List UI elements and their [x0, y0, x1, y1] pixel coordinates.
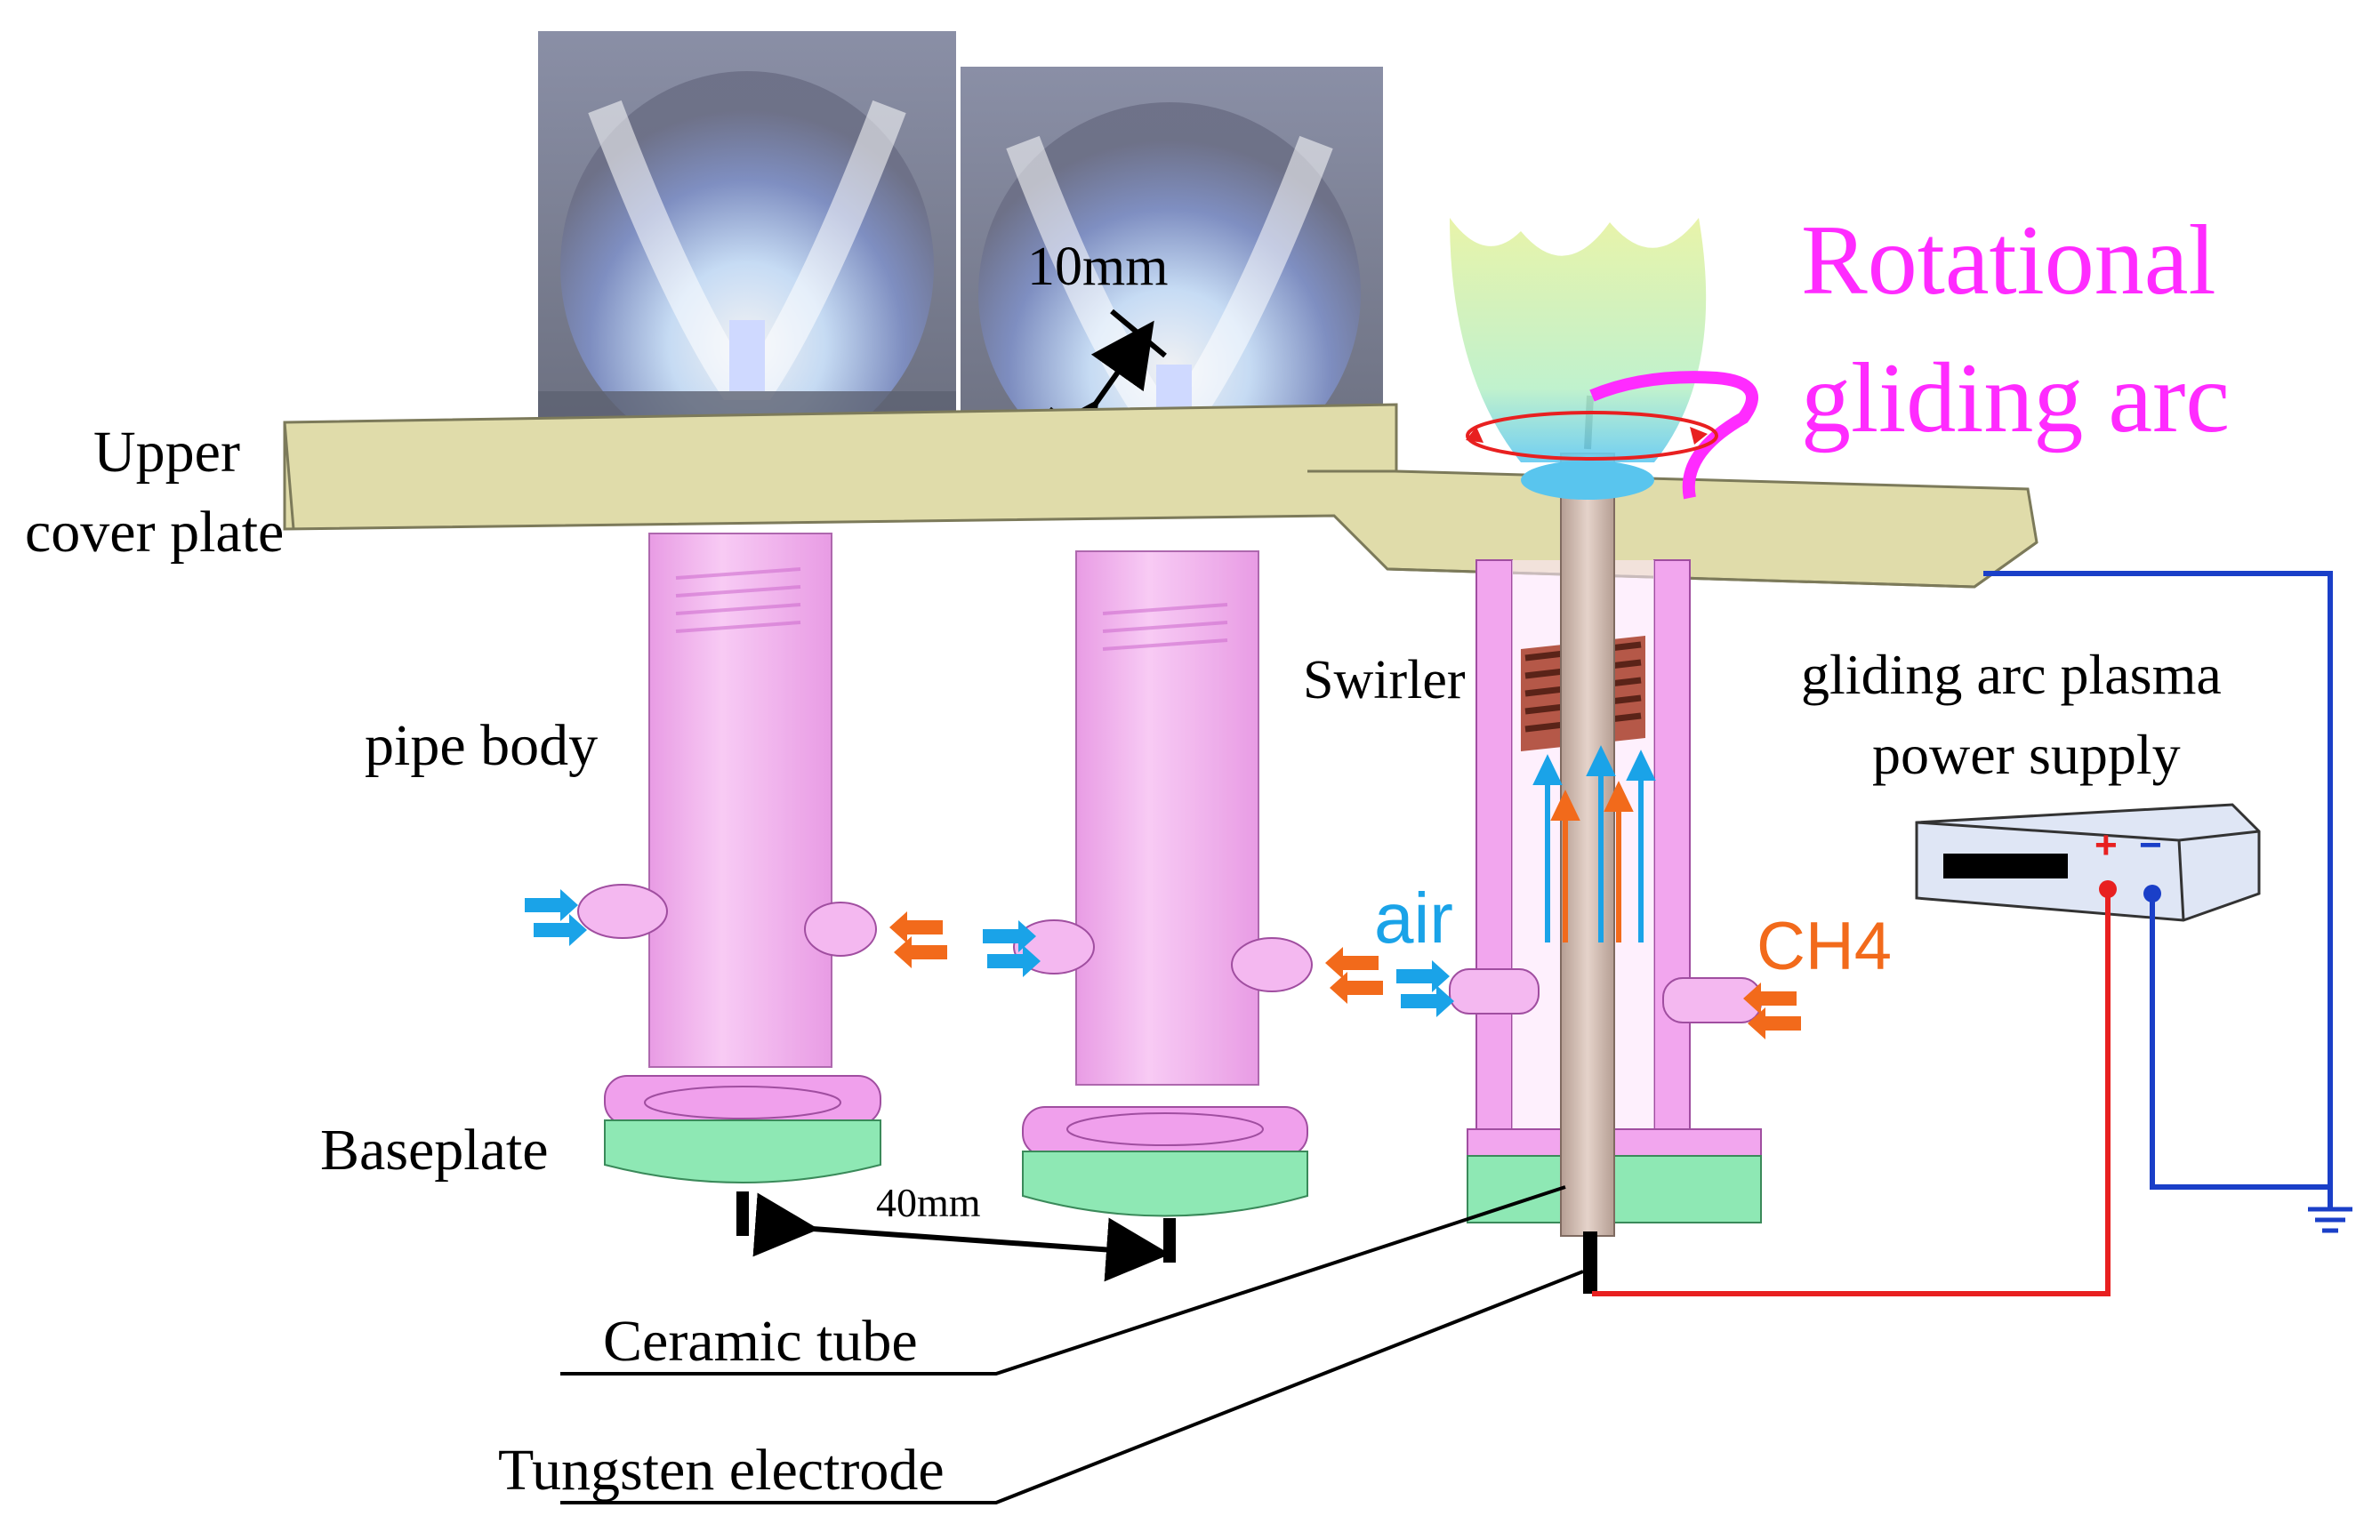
pipe-body-label: pipe body: [365, 713, 598, 778]
air-flow-arrows: [1532, 745, 1656, 942]
ceramic-tube-label: Ceramic tube: [603, 1309, 918, 1374]
baseplate-label: Baseplate: [320, 1118, 549, 1183]
negative-wire: [2150, 894, 2330, 1190]
ground-icon: [2308, 1207, 2352, 1233]
tungsten-electrode: [1583, 1231, 1597, 1294]
rotational-gliding-arc-label-line2: gliding arc: [1801, 343, 2230, 453]
power-supply-icon: [1915, 803, 2261, 922]
ch4-inlet-arrows: [889, 911, 1801, 1039]
plus-sign: +: [2095, 823, 2118, 867]
spacing-arrow: [752, 1192, 1170, 1282]
spacing-label: 40mm: [876, 1180, 981, 1225]
minus-sign: −: [2139, 823, 2162, 867]
air-label: air: [1374, 878, 1453, 958]
plate-ground-wire: [1983, 571, 2333, 1209]
gliding-arc-path: [1589, 371, 1758, 500]
tungsten-electrode-leader: [560, 1270, 1584, 1504]
pipe-body-left: [577, 533, 881, 1236]
positive-wire: [1592, 889, 2111, 1296]
ch4-flow-arrows: [1550, 781, 1634, 942]
rotational-gliding-arc-label-line1: Rotational: [1801, 205, 2216, 316]
tungsten-electrode-label: Tungsten electrode: [498, 1438, 945, 1503]
power-supply-label-line2: power supply: [1872, 723, 2181, 786]
flame-scale-label: 10mm: [1027, 237, 1168, 297]
pipe-body-middle: [1013, 550, 1313, 1263]
power-supply-label-line1: gliding arc plasma: [1801, 643, 2222, 706]
air-inlet-arrows: [525, 889, 1454, 1017]
ch4-label: CH4: [1757, 909, 1892, 984]
swirler-label: Swirler: [1303, 650, 1466, 710]
ceramic-tube: [1560, 453, 1615, 1237]
rotation-indicator: [1466, 411, 1718, 461]
upper-cover-plate-label-line1: Upper: [93, 420, 240, 485]
ceramic-tube-leader: [560, 1185, 1566, 1376]
rotational-flame: [1450, 218, 1707, 462]
flame-photo-left: [538, 31, 956, 462]
upper-cover-plate-label-line2: cover plate: [25, 500, 284, 565]
